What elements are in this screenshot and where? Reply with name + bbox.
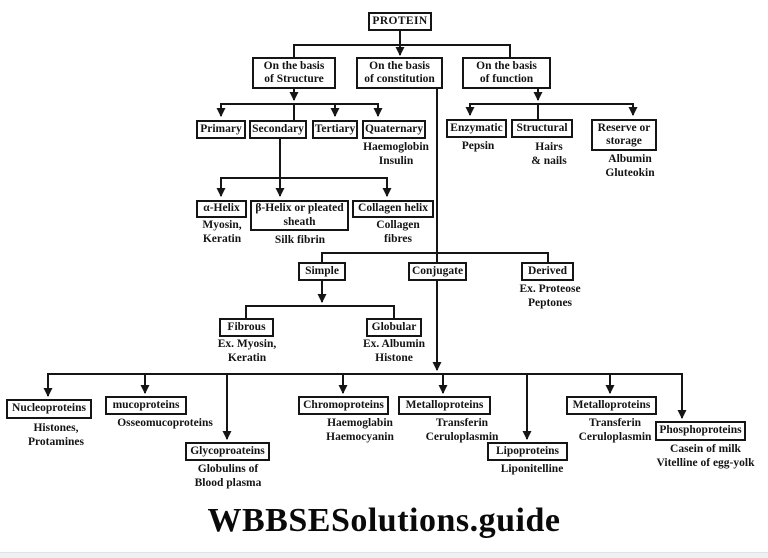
node-glycoproteins: Glycoproateins bbox=[185, 442, 270, 461]
node-secondary: Secondary bbox=[249, 120, 307, 139]
beta-helix-examples: Silk fibrin bbox=[274, 234, 326, 246]
fibrous-examples: Ex. Myosin, Keratin bbox=[217, 338, 277, 364]
node-chromoproteins: Chromoproteins bbox=[298, 396, 389, 415]
structural-examples: Hairs & nails bbox=[531, 141, 567, 167]
glycoproteins-examples: Globulins of Blood plasma bbox=[194, 463, 262, 489]
node-basis-of-function: On the basis of function bbox=[462, 57, 551, 89]
lipoproteins-examples: Liponitelline bbox=[500, 463, 564, 475]
node-metalloproteins-2: Metalloproteins bbox=[566, 396, 657, 415]
node-lipoproteins: Lipoproteins bbox=[487, 442, 568, 461]
node-primary: Primary bbox=[196, 120, 246, 139]
node-collagen-helix: Collagen helix bbox=[352, 200, 434, 218]
node-basis-of-structure: On the basis of Structure bbox=[252, 57, 336, 89]
watermark-text: WBBSESolutions.guide bbox=[207, 502, 561, 539]
node-nucleoproteins: Nucleoproteins bbox=[6, 399, 92, 419]
node-structural: Structural bbox=[511, 119, 573, 138]
node-quaternary: Quaternary bbox=[362, 120, 426, 139]
node-mucoproteins: mucoproteins bbox=[105, 396, 187, 415]
node-protein: PROTEIN bbox=[368, 12, 432, 31]
node-alpha-helix: α-Helix bbox=[196, 200, 247, 218]
phosphoproteins-examples: Casein of milk Vitelline of egg-yolk bbox=[656, 443, 755, 469]
quaternary-examples: Haemoglobin Insulin bbox=[363, 141, 429, 167]
node-phosphoproteins: Phosphoproteins bbox=[655, 421, 746, 441]
globular-examples: Ex. Albumin Histone bbox=[363, 338, 425, 364]
reserve-storage-examples: Albumin Gluteokin bbox=[605, 153, 655, 179]
enzymatic-examples: Pepsin bbox=[461, 140, 495, 152]
node-simple: Simple bbox=[298, 262, 346, 281]
footer-strip bbox=[0, 552, 768, 558]
node-fibrous: Fibrous bbox=[219, 318, 274, 337]
collagen-helix-examples: Collagen fibres bbox=[376, 219, 420, 245]
node-beta-helix: β-Helix or pleated sheath bbox=[250, 200, 349, 231]
chromoproteins-examples: Haemoglabin Haemocyanin bbox=[326, 417, 394, 443]
metalloproteins-2-examples: Transferin Ceruloplasmin bbox=[578, 417, 652, 443]
alpha-helix-examples: Myosin, Keratin bbox=[202, 219, 242, 245]
node-metalloproteins-1: Metalloproteins bbox=[398, 396, 491, 415]
node-basis-of-constitution: On the basis of constitution bbox=[356, 57, 443, 89]
node-enzymatic: Enzymatic bbox=[446, 119, 507, 138]
node-conjugate: Conjugate bbox=[408, 262, 467, 281]
node-globular: Globular bbox=[366, 318, 422, 337]
nucleoproteins-examples: Histones, Protamines bbox=[27, 422, 84, 448]
derived-examples: Ex. Proteose Peptones bbox=[519, 283, 581, 309]
node-derived: Derived bbox=[521, 262, 574, 281]
node-tertiary: Tertiary bbox=[312, 120, 358, 139]
node-reserve-storage: Reserve or storage bbox=[591, 119, 657, 151]
mucoproteins-examples: Osseomucoproteins bbox=[117, 417, 213, 429]
metalloproteins-1-examples: Transferin Ceruloplasmin bbox=[425, 417, 499, 443]
